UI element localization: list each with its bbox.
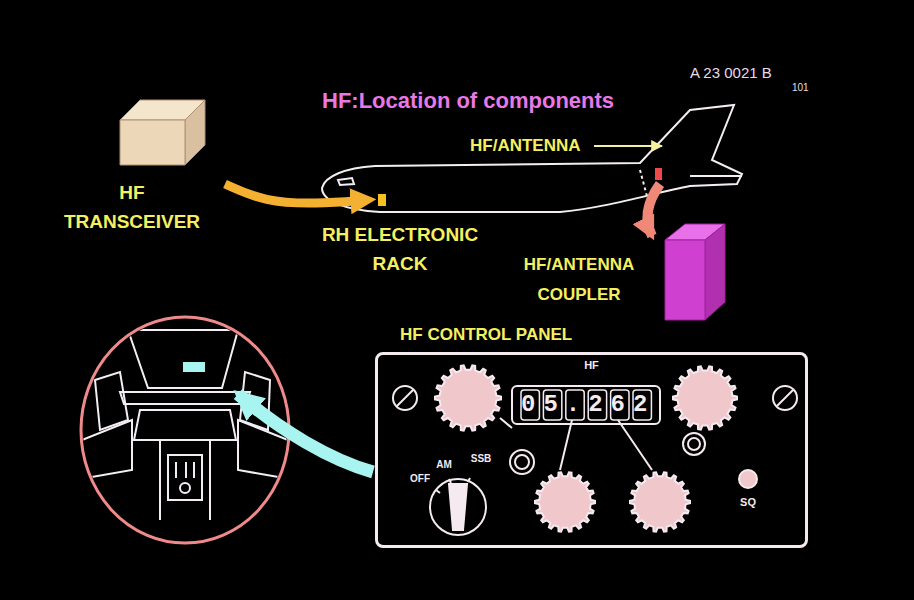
frequency-digits: 05.262: [521, 390, 655, 420]
cockpit-inset: [81, 317, 289, 543]
document-number: A 23 0021 B: [690, 64, 772, 81]
component-label: HF TRANSCEIVER: [57, 178, 207, 237]
switch-legend: SSB: [471, 453, 492, 464]
panel-location: [183, 362, 205, 372]
screw: [393, 386, 417, 410]
component-label: RH ELECTRONIC RACK: [300, 220, 500, 279]
rack-marker: [378, 194, 386, 206]
knob: [673, 366, 737, 429]
switch-legend: OFF: [410, 473, 430, 484]
antenna-coupler-location: [655, 168, 662, 180]
screw: [773, 386, 797, 410]
panel-heading: HF CONTROL PANEL: [400, 325, 572, 345]
document-number: 101: [792, 82, 809, 93]
knob: [630, 472, 690, 531]
knob: [535, 472, 595, 531]
knob: [435, 365, 501, 430]
frequency-display: 05.262: [511, 385, 661, 425]
panel-arrow: [238, 394, 373, 472]
switch-legend: SQ: [740, 496, 756, 508]
control-panel-details: [393, 365, 797, 535]
title: HF:Location of components: [322, 88, 614, 114]
transceiver-unit: HF TRANSCEIVER: [40, 92, 225, 227]
component-label: HF/ANTENNA COUPLER: [504, 250, 654, 310]
transceiver-box: [40, 92, 225, 182]
aircraft-outline: [322, 105, 742, 212]
control-panel: HF CONTROL PANELHF05.262: [375, 352, 808, 548]
location-arrow: [225, 184, 366, 203]
component-label: HF/ANTENNA: [470, 136, 581, 156]
panel-legend: HF: [378, 359, 805, 371]
electronic-rack: RH ELECTRONIC RACK: [300, 194, 500, 276]
antenna-leader: [594, 145, 662, 147]
antenna-coupler: HF/ANTENNA COUPLER: [500, 220, 730, 325]
coupler-arrow: [648, 184, 661, 236]
switch-legend: AM: [436, 459, 452, 470]
